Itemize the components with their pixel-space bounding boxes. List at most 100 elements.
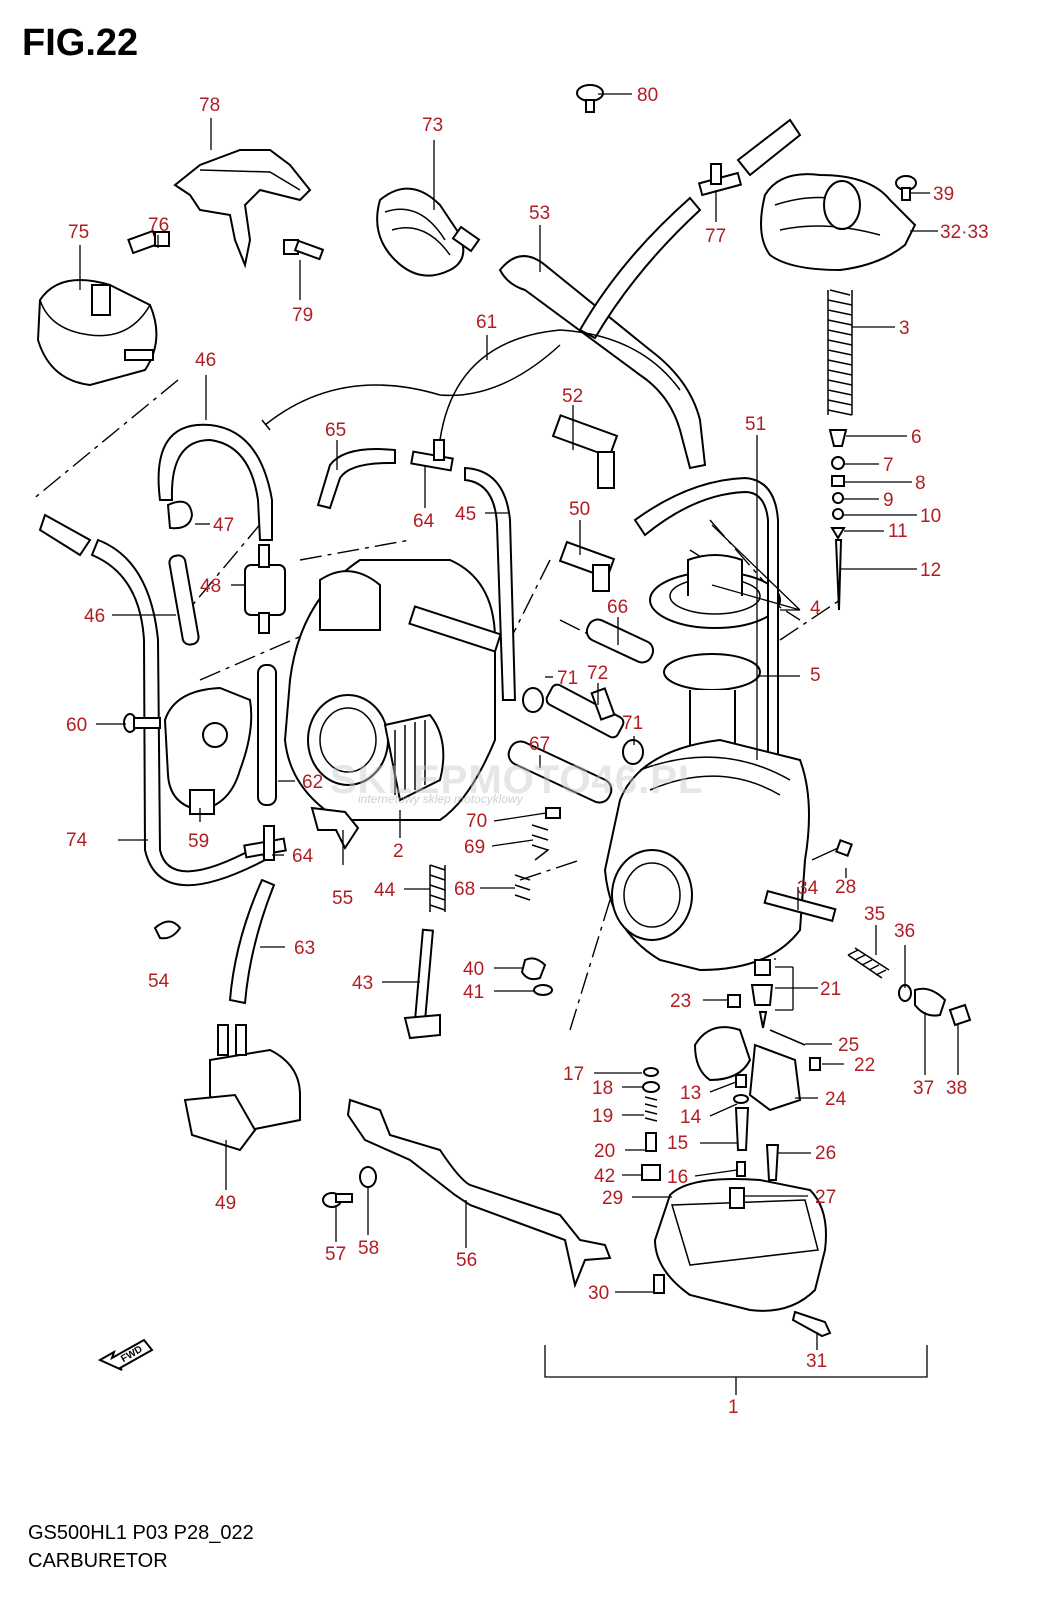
spring-68 (514, 874, 531, 901)
hose-65 (316, 448, 396, 510)
screw-70 (545, 807, 561, 819)
watermark-logo: SKLEPMOTO46.PL (330, 758, 704, 802)
label-30: 30 (588, 1283, 609, 1304)
jet-parts-13-20 (641, 1067, 750, 1181)
hose-small-left (168, 554, 200, 646)
label-68: 68 (454, 879, 475, 900)
screw-31 (791, 1310, 832, 1338)
label-28: 28 (835, 877, 856, 898)
float-bowl-29-27 (653, 1178, 827, 1312)
label-59: 59 (188, 831, 209, 852)
fitting-50 (558, 540, 616, 592)
pipe-66 (585, 618, 655, 664)
joint-64-lower (243, 825, 287, 861)
bracket-78 (173, 149, 312, 269)
label-49: 49 (215, 1193, 236, 1214)
label-67: 67 (529, 734, 550, 755)
label-53: 53 (529, 203, 550, 224)
screw-57 (322, 1192, 353, 1208)
spring-3 (827, 289, 853, 416)
label-2: 2 (393, 841, 404, 862)
label-66: 66 (607, 597, 628, 618)
label-58: 58 (358, 1238, 379, 1259)
screw-39 (895, 175, 917, 201)
label-77: 77 (705, 226, 726, 247)
filter-48 (244, 544, 286, 634)
label-72: 72 (587, 663, 608, 684)
label-13: 13 (680, 1083, 701, 1104)
carburetor-body-right (603, 738, 837, 972)
label-78: 78 (199, 95, 220, 116)
label-35: 35 (864, 904, 885, 925)
cap-38 (948, 1003, 972, 1027)
washer-58 (359, 1166, 377, 1188)
spring-35 (847, 947, 890, 979)
hose-63 (228, 878, 276, 1005)
label-56: 56 (456, 1250, 477, 1271)
joint-72 (545, 683, 625, 739)
label-18: 18 (592, 1078, 613, 1099)
label-20: 20 (594, 1141, 615, 1162)
label-15: 15 (667, 1133, 688, 1154)
pilot-parts-21 (750, 959, 774, 1029)
hose-top-right (736, 118, 802, 177)
o-ring-41 (533, 984, 553, 996)
fitting-52 (551, 414, 619, 489)
screw-23 (727, 994, 741, 1008)
label-47: 47 (213, 515, 234, 536)
label-71-left: 71 (557, 668, 578, 689)
screw-80 (576, 84, 604, 113)
label-21: 21 (820, 979, 841, 1000)
label-27: 27 (815, 1187, 836, 1208)
throttle-stop-screw-43 (403, 928, 441, 1040)
air-vent-hose-53 (498, 196, 707, 470)
label-46-lower: 46 (84, 606, 105, 627)
label-16: 16 (667, 1167, 688, 1188)
joint-64-top (410, 439, 454, 472)
label-51: 51 (745, 414, 766, 435)
label-39: 39 (933, 184, 954, 205)
label-63: 63 (294, 938, 315, 959)
pin-25 (769, 1029, 806, 1046)
label-23: 23 (670, 991, 691, 1012)
label-46-upper: 46 (195, 350, 216, 371)
model-code: GS500HL1 P03 P28_022 (28, 1522, 254, 1544)
label-61: 61 (476, 312, 497, 333)
solenoid-75 (36, 279, 158, 387)
label-60: 60 (66, 715, 87, 736)
seal-71-left (522, 687, 544, 713)
diagram-caption: CARBURETOR (28, 1550, 168, 1572)
clip-54 (153, 920, 182, 940)
needle-jet-parts-6-11 (828, 429, 848, 540)
label-10: 10 (920, 506, 941, 527)
valve-49 (183, 1024, 301, 1152)
cap-28 (835, 839, 853, 857)
label-3: 3 (899, 318, 910, 339)
seal-71-right (622, 739, 644, 765)
diaphragm-4 (649, 554, 781, 629)
label-42: 42 (594, 1166, 615, 1187)
label-34: 34 (797, 878, 819, 899)
label-62: 62 (302, 772, 323, 793)
label-44: 44 (374, 880, 396, 901)
label-57: 57 (325, 1244, 346, 1265)
label-64-top: 64 (413, 511, 435, 532)
hose-62 (257, 664, 277, 806)
label-36: 36 (894, 921, 915, 942)
spring-44 (429, 864, 446, 912)
hose-45 (464, 466, 517, 701)
label-71-right: 71 (622, 713, 643, 734)
label-29: 29 (602, 1188, 623, 1209)
tee-joint-77 (697, 163, 743, 197)
label-6: 6 (911, 427, 922, 448)
plate-56 (346, 1098, 612, 1289)
label-70: 70 (466, 811, 487, 832)
label-69: 69 (464, 837, 485, 858)
label-14: 14 (680, 1107, 702, 1128)
label-40: 40 (463, 959, 484, 980)
label-24: 24 (825, 1089, 847, 1110)
label-76: 76 (148, 215, 169, 236)
label-79: 79 (292, 305, 313, 326)
label-12: 12 (920, 560, 941, 581)
